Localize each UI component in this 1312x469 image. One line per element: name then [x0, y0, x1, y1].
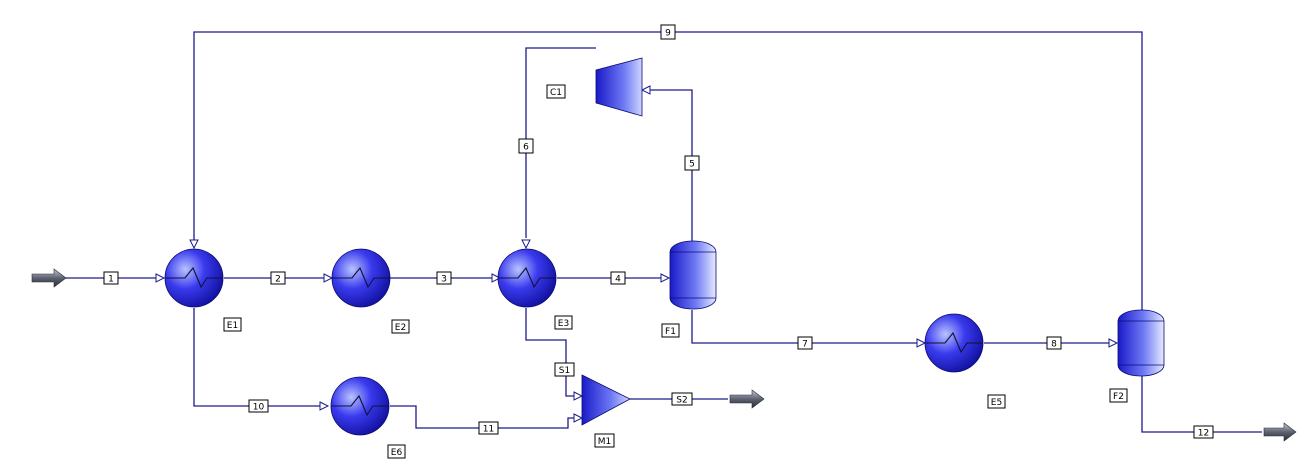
- heat-exchanger-e2[interactable]: [331, 248, 391, 308]
- inlet-arrow-e3: [491, 273, 502, 283]
- stream-label-2[interactable]: 2: [270, 271, 286, 285]
- heat-exchanger-e6[interactable]: [330, 376, 390, 436]
- inlet-arrow-m1-upper: [573, 391, 584, 401]
- inlet-arrowheads: [155, 85, 1119, 423]
- unit-label-text: F1: [665, 327, 676, 337]
- inlet-arrow-e5: [916, 338, 927, 348]
- stream-label-text: 7: [802, 340, 808, 350]
- unit-label-text: E5: [991, 398, 1002, 408]
- compressor-c1[interactable]: [595, 57, 643, 117]
- mixer-icon: [581, 374, 631, 426]
- unit-label-C1: C1: [546, 84, 566, 99]
- unit-label-text: E2: [395, 323, 406, 333]
- inlet-arrow-m1-lower: [573, 413, 584, 423]
- stream-6-line: [525, 47, 596, 238]
- inlet-arrow-f1: [660, 273, 671, 283]
- unit-label-M1: M1: [594, 433, 615, 448]
- stream-10-line: [193, 308, 322, 407]
- pipes: [64, 31, 1262, 433]
- inlet-arrow-e1-top: [189, 239, 199, 250]
- stream-5-line: [646, 89, 693, 243]
- unit-label-text: F2: [1113, 392, 1124, 402]
- coil-zigzag: [498, 266, 556, 289]
- coil-zigzag: [925, 331, 983, 354]
- feed-arrow-icon: [31, 268, 67, 288]
- stream-label-text: 8: [1051, 340, 1057, 350]
- mixer-m1[interactable]: [581, 374, 631, 426]
- unit-label-E5: E5: [987, 394, 1006, 409]
- stream-label-text: 12: [1198, 429, 1209, 439]
- heat-exchanger-e5[interactable]: [924, 313, 984, 373]
- flash-drum-icon: [1117, 309, 1165, 377]
- stream-label-text: 6: [523, 143, 529, 153]
- stream-label-text: 3: [441, 275, 447, 285]
- unit-label-text: E1: [227, 321, 238, 331]
- stream-label-5[interactable]: 5: [684, 155, 700, 171]
- stream-label-3[interactable]: 3: [436, 271, 452, 285]
- inlet-arrow-e1: [155, 273, 166, 283]
- unit-label-E3: E3: [554, 315, 573, 330]
- stream-label-text: 11: [483, 425, 494, 435]
- stream-12-line: [1141, 374, 1262, 433]
- stream-label-text: 9: [665, 29, 671, 39]
- coil-zigzag: [332, 266, 390, 289]
- stream-label-S1[interactable]: S1: [554, 362, 575, 377]
- unit-label-text: C1: [550, 88, 562, 98]
- stream-label-8[interactable]: 8: [1046, 336, 1062, 350]
- unit-label-F1: F1: [661, 323, 680, 338]
- stream-label-text: 1: [108, 275, 114, 285]
- stream-label-10[interactable]: 10: [248, 399, 269, 413]
- stream-label-12[interactable]: 12: [1193, 425, 1214, 439]
- inlet-arrow-e6: [319, 401, 330, 411]
- stream-label-1[interactable]: 1: [103, 271, 119, 285]
- heat-exchanger-e1[interactable]: [164, 248, 224, 308]
- stream-label-4[interactable]: 4: [610, 271, 626, 285]
- stream-S1-line: [525, 308, 574, 397]
- coil-zigzag: [331, 394, 389, 417]
- stream-label-text: 2: [275, 275, 281, 285]
- inlet-arrow-c1: [640, 85, 651, 95]
- inlet-arrow-e2: [323, 273, 334, 283]
- stream-label-11[interactable]: 11: [478, 421, 499, 435]
- inlet-arrow-f2: [1108, 338, 1119, 348]
- stream-label-9[interactable]: 9: [660, 24, 676, 40]
- unit-label-text: M1: [598, 437, 612, 447]
- unit-label-E1: E1: [223, 317, 242, 332]
- product-arrow-icon: [1263, 422, 1297, 442]
- unit-label-text: E6: [391, 448, 403, 458]
- stream-label-text: 5: [689, 160, 695, 170]
- product-arrow-icon: [729, 389, 765, 409]
- flash-drum-f1[interactable]: [669, 240, 717, 310]
- unit-label-F2: F2: [1109, 388, 1128, 403]
- stream-label-text: 4: [615, 275, 621, 285]
- heat-exchanger-e3[interactable]: [497, 248, 557, 308]
- flash-drum-icon: [669, 240, 717, 310]
- compressor-icon: [595, 57, 643, 117]
- flash-drum-f2[interactable]: [1117, 309, 1165, 377]
- stream-label-text: S2: [676, 396, 687, 406]
- unit-label-E6: E6: [387, 444, 406, 459]
- unit-label-text: E3: [558, 319, 569, 329]
- stream-label-text: 10: [253, 403, 265, 413]
- stream-label-7[interactable]: 7: [797, 336, 813, 350]
- stream-7-line: [691, 310, 920, 344]
- coil-zigzag: [165, 266, 223, 289]
- stream-label-text: S1: [559, 366, 570, 376]
- unit-label-E2: E2: [391, 319, 410, 334]
- stream-label-6[interactable]: 6: [518, 138, 534, 154]
- stream-label-S2[interactable]: S2: [671, 392, 693, 406]
- inlet-arrow-e3-top: [521, 239, 531, 250]
